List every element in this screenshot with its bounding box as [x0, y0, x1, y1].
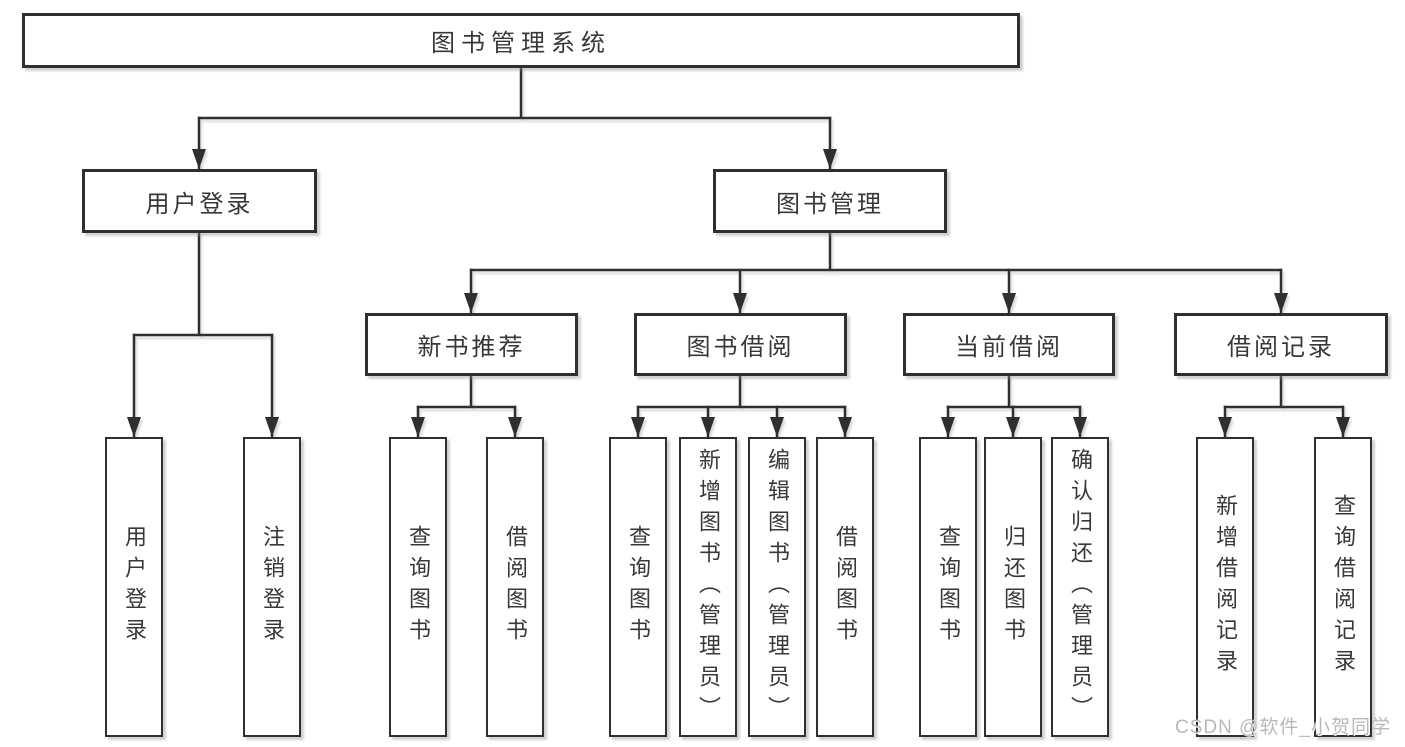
- leaf-query-borrow-record: 查询借阅记录: [1314, 437, 1372, 737]
- node-label: 查询借阅记录: [1331, 494, 1356, 680]
- node-current-borrowing: 当前借阅: [903, 313, 1115, 376]
- node-label: 用户登录: [145, 190, 254, 218]
- node-label: 新书推荐: [417, 334, 526, 361]
- leaf-query-books-borrow: 查询图书: [609, 437, 667, 737]
- leaf-user-login: 用户登录: [105, 437, 163, 737]
- node-label: 编辑图书（管理员）: [765, 447, 790, 727]
- leaf-borrow-books: 借阅图书: [816, 437, 874, 737]
- node-user-login: 用户登录: [82, 169, 317, 233]
- leaf-add-book-admin: 新增图书（管理员）: [679, 437, 737, 737]
- node-label: 查询图书: [626, 525, 651, 649]
- node-book-management: 图书管理: [713, 169, 947, 233]
- node-label: 图书管理系统: [431, 30, 611, 57]
- node-borrowing-records: 借阅记录: [1174, 313, 1388, 376]
- csdn-watermark: CSDN @软件_小贺同学: [1175, 717, 1391, 738]
- node-label: 确认归还（管理员）: [1068, 447, 1093, 727]
- leaf-add-borrow-record: 新增借阅记录: [1196, 437, 1254, 737]
- leaf-confirm-return-admin: 确认归还（管理员）: [1051, 437, 1109, 737]
- node-label: 新增借阅记录: [1213, 494, 1238, 680]
- leaf-query-books-rec: 查询图书: [389, 437, 447, 737]
- node-label: 借阅图书: [503, 525, 528, 649]
- node-label: 图书管理: [776, 190, 884, 218]
- node-new-book-recommendation: 新书推荐: [365, 313, 578, 376]
- node-label: 当前借阅: [955, 334, 1063, 361]
- leaf-query-books-current: 查询图书: [919, 437, 977, 737]
- node-label: 借阅图书: [833, 525, 858, 649]
- leaf-borrow-books-rec: 借阅图书: [486, 437, 544, 737]
- leaf-logout: 注销登录: [243, 437, 301, 737]
- leaf-edit-book-admin: 编辑图书（管理员）: [748, 437, 806, 737]
- node-label: 归还图书: [1001, 525, 1026, 649]
- node-label: 借阅记录: [1227, 334, 1335, 361]
- node-label: 新增图书（管理员）: [696, 447, 721, 727]
- node-label: 用户登录: [122, 525, 147, 649]
- node-book-borrowing: 图书借阅: [634, 313, 847, 376]
- node-library-management-system: 图书管理系统: [22, 13, 1020, 68]
- node-label: 图书借阅: [686, 334, 795, 361]
- node-label: 注销登录: [260, 525, 285, 649]
- leaf-return-books: 归还图书: [984, 437, 1042, 737]
- node-label: 查询图书: [936, 525, 961, 649]
- node-label: 查询图书: [406, 525, 431, 649]
